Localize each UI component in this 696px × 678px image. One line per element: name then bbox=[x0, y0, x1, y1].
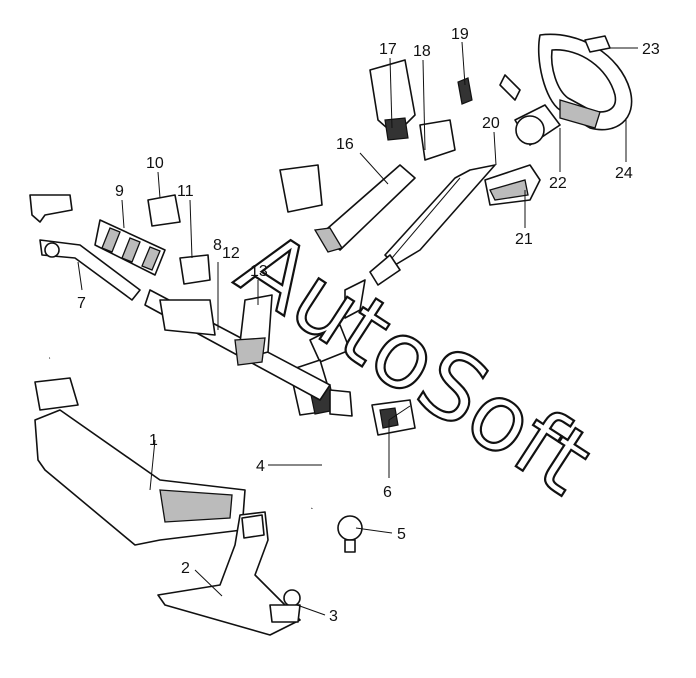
callout-6: 6 bbox=[383, 484, 392, 501]
callout-24: 24 bbox=[615, 165, 633, 182]
rack-boot bbox=[94, 219, 166, 276]
leader-lines bbox=[77, 41, 638, 616]
callout-9: 9 bbox=[115, 183, 124, 200]
callout-2: 2 bbox=[181, 560, 190, 577]
subframe bbox=[34, 377, 246, 546]
callout-19: 19 bbox=[451, 26, 469, 43]
callout-16: 16 bbox=[336, 136, 354, 153]
stabilizer-bar bbox=[49, 353, 324, 509]
tie-rod-end bbox=[29, 194, 141, 301]
callout-11: 11 bbox=[177, 183, 194, 200]
callout-5: 5 bbox=[397, 526, 406, 543]
callout-23: 23 bbox=[642, 41, 660, 58]
steering-rack bbox=[144, 289, 353, 417]
callout-12: 12 bbox=[222, 245, 240, 262]
callout-17: 17 bbox=[379, 41, 397, 58]
steering-column-shaft bbox=[369, 164, 496, 286]
callout-10: 10 bbox=[146, 155, 164, 172]
callout-8: 8 bbox=[213, 237, 222, 254]
column-housing bbox=[279, 59, 473, 253]
callout-21: 21 bbox=[515, 231, 533, 248]
callout-3: 3 bbox=[329, 608, 338, 625]
callout-20: 20 bbox=[482, 115, 500, 132]
rack-bushing bbox=[147, 194, 211, 285]
callout-22: 22 bbox=[549, 175, 567, 192]
callout-18: 18 bbox=[413, 43, 431, 60]
callout-labels: 1 2 3 4 5 6 7 8 9 10 11 12 13 16 17 18 1… bbox=[77, 26, 660, 625]
callout-7: 7 bbox=[77, 295, 86, 312]
steering-wheel bbox=[499, 33, 633, 146]
callout-1: 1 bbox=[149, 432, 158, 449]
column-bracket bbox=[484, 164, 541, 206]
control-arm bbox=[157, 511, 301, 636]
ball-joint bbox=[269, 589, 301, 623]
stabilizer-link bbox=[337, 515, 363, 553]
callout-13: 13 bbox=[250, 263, 268, 280]
callout-4: 4 bbox=[256, 458, 265, 475]
